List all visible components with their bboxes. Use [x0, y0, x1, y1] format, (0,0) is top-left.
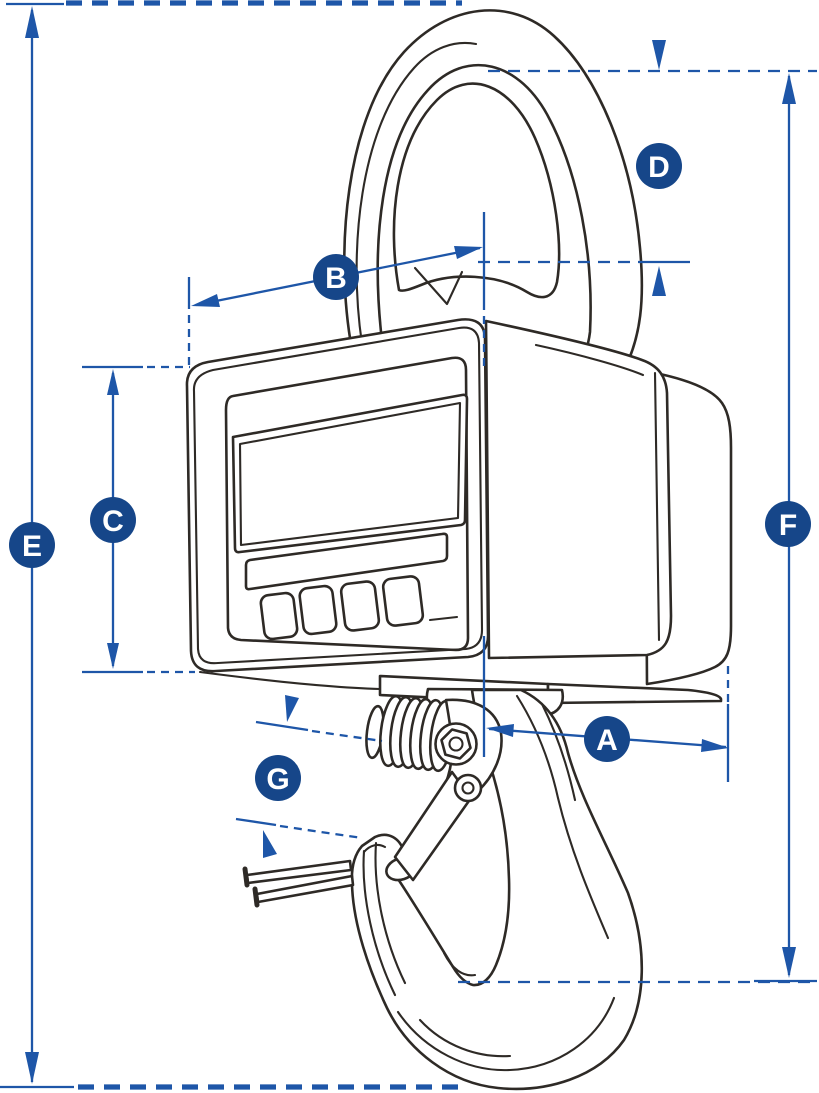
cotter-pin-end-2	[252, 886, 260, 908]
e-arrowhead-down-icon	[25, 1052, 39, 1084]
side-face-top-edge-line	[534, 343, 645, 377]
dimension-c: C	[82, 365, 195, 674]
dim-label-badge-a	[584, 716, 630, 762]
b-arrowhead-left-icon	[191, 294, 220, 307]
g-lower-line	[235, 817, 277, 827]
dim-label-badge-g	[255, 755, 301, 801]
hook-contour-left-1	[362, 849, 397, 997]
display-button-1	[259, 591, 299, 641]
hook-contour-left-2	[374, 841, 407, 985]
hook-tip-curl	[362, 843, 387, 854]
load-hook	[350, 688, 644, 1091]
dim-label-a: A	[596, 724, 618, 757]
body-side-face	[484, 319, 673, 660]
dim-label-g: G	[266, 763, 289, 796]
dim-label-b: B	[325, 262, 347, 295]
dimension-a: A	[482, 636, 730, 782]
swivel-link	[434, 698, 503, 800]
f-arrowhead-down-icon	[782, 947, 796, 978]
hook-contour-right-1	[515, 694, 610, 940]
a-arrowhead-right-icon	[701, 739, 729, 752]
latch-pivot-ring	[453, 773, 483, 803]
side-face-surface	[484, 319, 673, 660]
label-strip	[244, 532, 449, 591]
dim-label-c: C	[102, 505, 124, 538]
cotter-pin-end-1	[242, 866, 250, 888]
swivel-coil	[365, 694, 456, 773]
c-arrowhead-down-icon	[107, 643, 119, 669]
d-arrowhead-up-icon	[652, 266, 666, 296]
dimension-b: B	[187, 212, 486, 366]
dim-label-badge-d	[636, 143, 682, 189]
dim-label-badge-b	[313, 254, 359, 300]
g-arrowhead-up-icon	[263, 830, 277, 858]
hook-contour-right-2	[540, 702, 577, 802]
g-upper-line-dashed	[311, 729, 383, 743]
body-underside-curve	[198, 670, 382, 691]
keypad	[259, 575, 459, 641]
shackle-middle-contour	[376, 63, 592, 370]
side-face-right-edge-line	[653, 371, 661, 642]
hook-contour-bottom-2	[418, 1018, 512, 1058]
d-arrowhead-down-icon	[652, 40, 666, 70]
dimension-g: G	[235, 695, 383, 858]
dimension-d: D	[478, 40, 690, 296]
shackle-notch	[413, 266, 464, 306]
shackle-inner-opening	[392, 82, 561, 299]
g-upper-line	[255, 720, 309, 732]
e-arrowhead-up-icon	[25, 6, 39, 38]
hook-silhouette	[350, 688, 644, 1091]
latch-pivot-pin	[461, 781, 475, 795]
f-arrowhead-up-icon	[782, 73, 796, 104]
display-button-3	[339, 580, 381, 632]
hex-bolt-head	[440, 728, 472, 760]
front-face-lip-line	[192, 326, 484, 665]
dim-label-e: E	[22, 530, 42, 563]
hook-contour-bottom-1	[396, 996, 616, 1072]
b-arrowhead-right-icon	[454, 246, 483, 259]
panel-corner-line	[428, 615, 459, 622]
shackle-eye	[342, 9, 644, 372]
dimension-f: F	[458, 69, 817, 984]
lcd-display-screen	[238, 401, 462, 547]
dim-label-f: F	[779, 509, 797, 542]
safety-latch	[393, 770, 483, 882]
display-button-4	[381, 575, 425, 627]
hook-seat-line	[442, 951, 477, 977]
dim-label-badge-f	[765, 501, 811, 547]
cotter-pin	[242, 859, 355, 908]
c-arrowhead-up-icon	[107, 369, 119, 395]
dim-label-badge-c	[90, 497, 136, 543]
g-lower-line-dashed	[279, 824, 363, 840]
front-panel-recess	[224, 356, 470, 652]
hex-bolt-center	[448, 736, 464, 752]
bottom-plate-right	[546, 682, 723, 705]
display-button-2	[298, 584, 338, 636]
dimension-e: E	[0, 0, 466, 1090]
a-arrowhead-left-icon	[486, 724, 514, 737]
g-arrowhead-down-icon	[285, 695, 299, 722]
dim-label-d: D	[648, 151, 670, 184]
scale-body-front	[185, 318, 490, 673]
dim-label-badge-e	[9, 522, 55, 568]
